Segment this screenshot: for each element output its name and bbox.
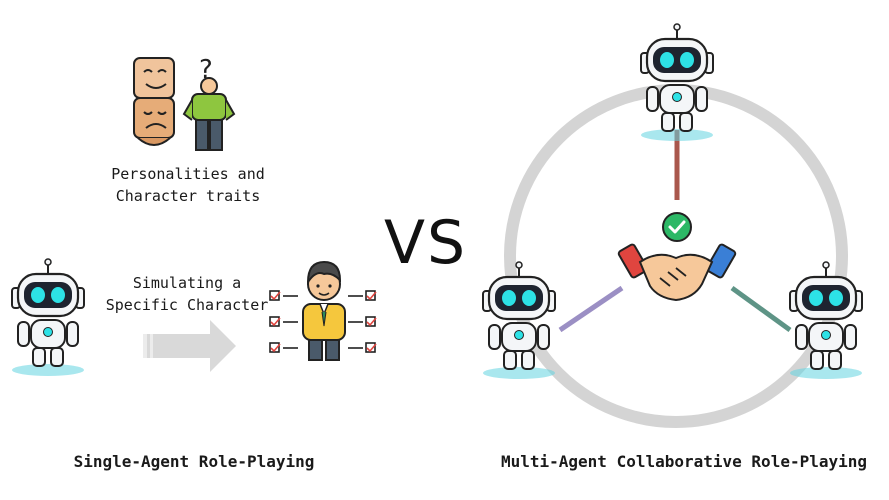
vs-label: VS bbox=[384, 208, 468, 278]
single-agent-title: Single-Agent Role-Playing bbox=[73, 452, 315, 471]
simulating-caption: Simulating a Specific Character bbox=[98, 272, 276, 316]
right-arrow-icon bbox=[143, 320, 236, 372]
single-agent-robot bbox=[10, 257, 86, 378]
theater-masks-icon bbox=[133, 57, 175, 146]
character-with-checklist-icon bbox=[269, 260, 377, 361]
multi-agent-title: Multi-Agent Collaborative Role-Playing bbox=[500, 452, 868, 471]
link-right bbox=[730, 285, 792, 333]
simulating-line-1: Simulating a bbox=[132, 274, 242, 292]
traits-line-2: Character traits bbox=[115, 187, 261, 205]
confused-person-icon: ? bbox=[182, 55, 236, 151]
handshake-icon bbox=[617, 243, 737, 302]
simulating-line-2: Specific Character bbox=[105, 296, 269, 314]
traits-line-1: Personalities and bbox=[111, 165, 265, 183]
robot-top bbox=[639, 22, 715, 143]
check-badge-icon bbox=[662, 212, 692, 242]
link-left bbox=[558, 285, 624, 333]
traits-caption: Personalities and Character traits bbox=[108, 163, 268, 207]
